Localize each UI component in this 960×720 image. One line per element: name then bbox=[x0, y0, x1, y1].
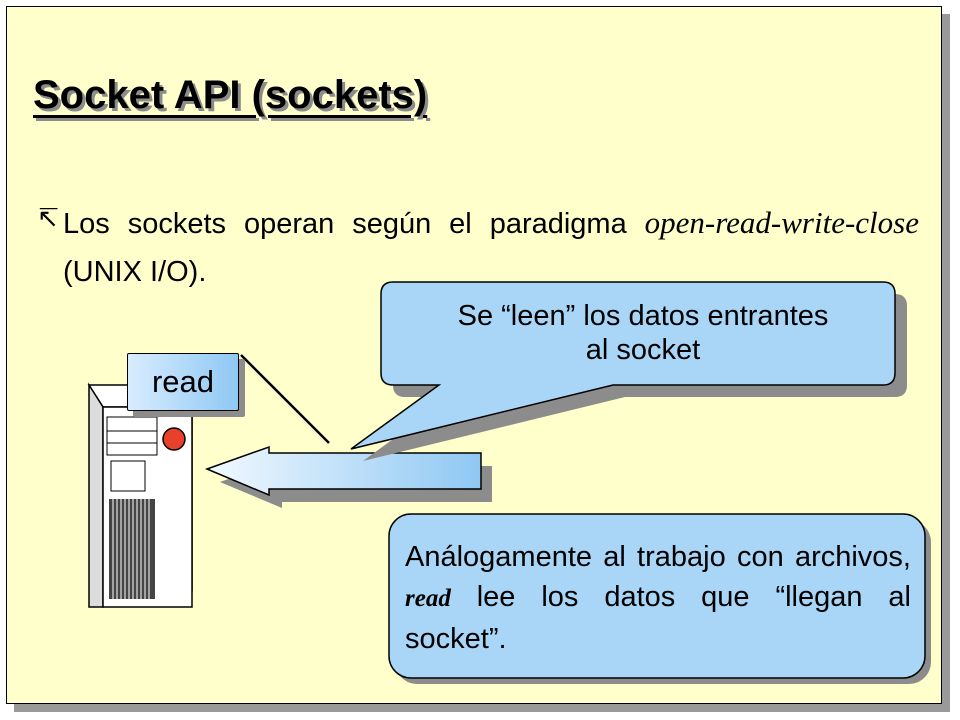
note-text-emph: read bbox=[405, 585, 451, 612]
callout-line-2: al socket bbox=[585, 334, 701, 366]
title-shadow: Socket API (sockets) bbox=[36, 76, 431, 120]
callout-line-1: Se “leen” los datos entrantes bbox=[457, 300, 829, 332]
left-arrow-icon bbox=[204, 445, 482, 497]
connector-line bbox=[240, 354, 330, 444]
note-text-pre: Análogamente al trabajo con archivos, bbox=[405, 541, 911, 573]
power-led-icon bbox=[162, 427, 186, 451]
bullet-text-post: (UNIX I/O). bbox=[63, 256, 207, 288]
bullet-text: Los sockets operan según el paradigma op… bbox=[63, 199, 919, 296]
callout-text: Se “leen” los datos entrantes al socket bbox=[387, 299, 899, 367]
diagram-art bbox=[87, 281, 931, 684]
note-box bbox=[388, 513, 926, 679]
bullet-text-pre: Los sockets operan según el paradigma bbox=[63, 208, 645, 240]
bullet-arrow-icon: ↸ bbox=[37, 203, 59, 233]
computer-tower-icon bbox=[87, 382, 194, 608]
note-text: Análogamente al trabajo con archivos, re… bbox=[405, 537, 911, 659]
read-label-box: read bbox=[127, 353, 239, 411]
speech-callout-bubble bbox=[350, 281, 896, 450]
slide: Socket API (sockets) Socket API (sockets… bbox=[6, 6, 942, 704]
bullet-text-emph: open-read-write-close bbox=[644, 205, 919, 240]
note-text-post: lee los datos que “llegan al socket”. bbox=[405, 581, 911, 655]
slide-title: Socket API (sockets) bbox=[33, 73, 428, 117]
